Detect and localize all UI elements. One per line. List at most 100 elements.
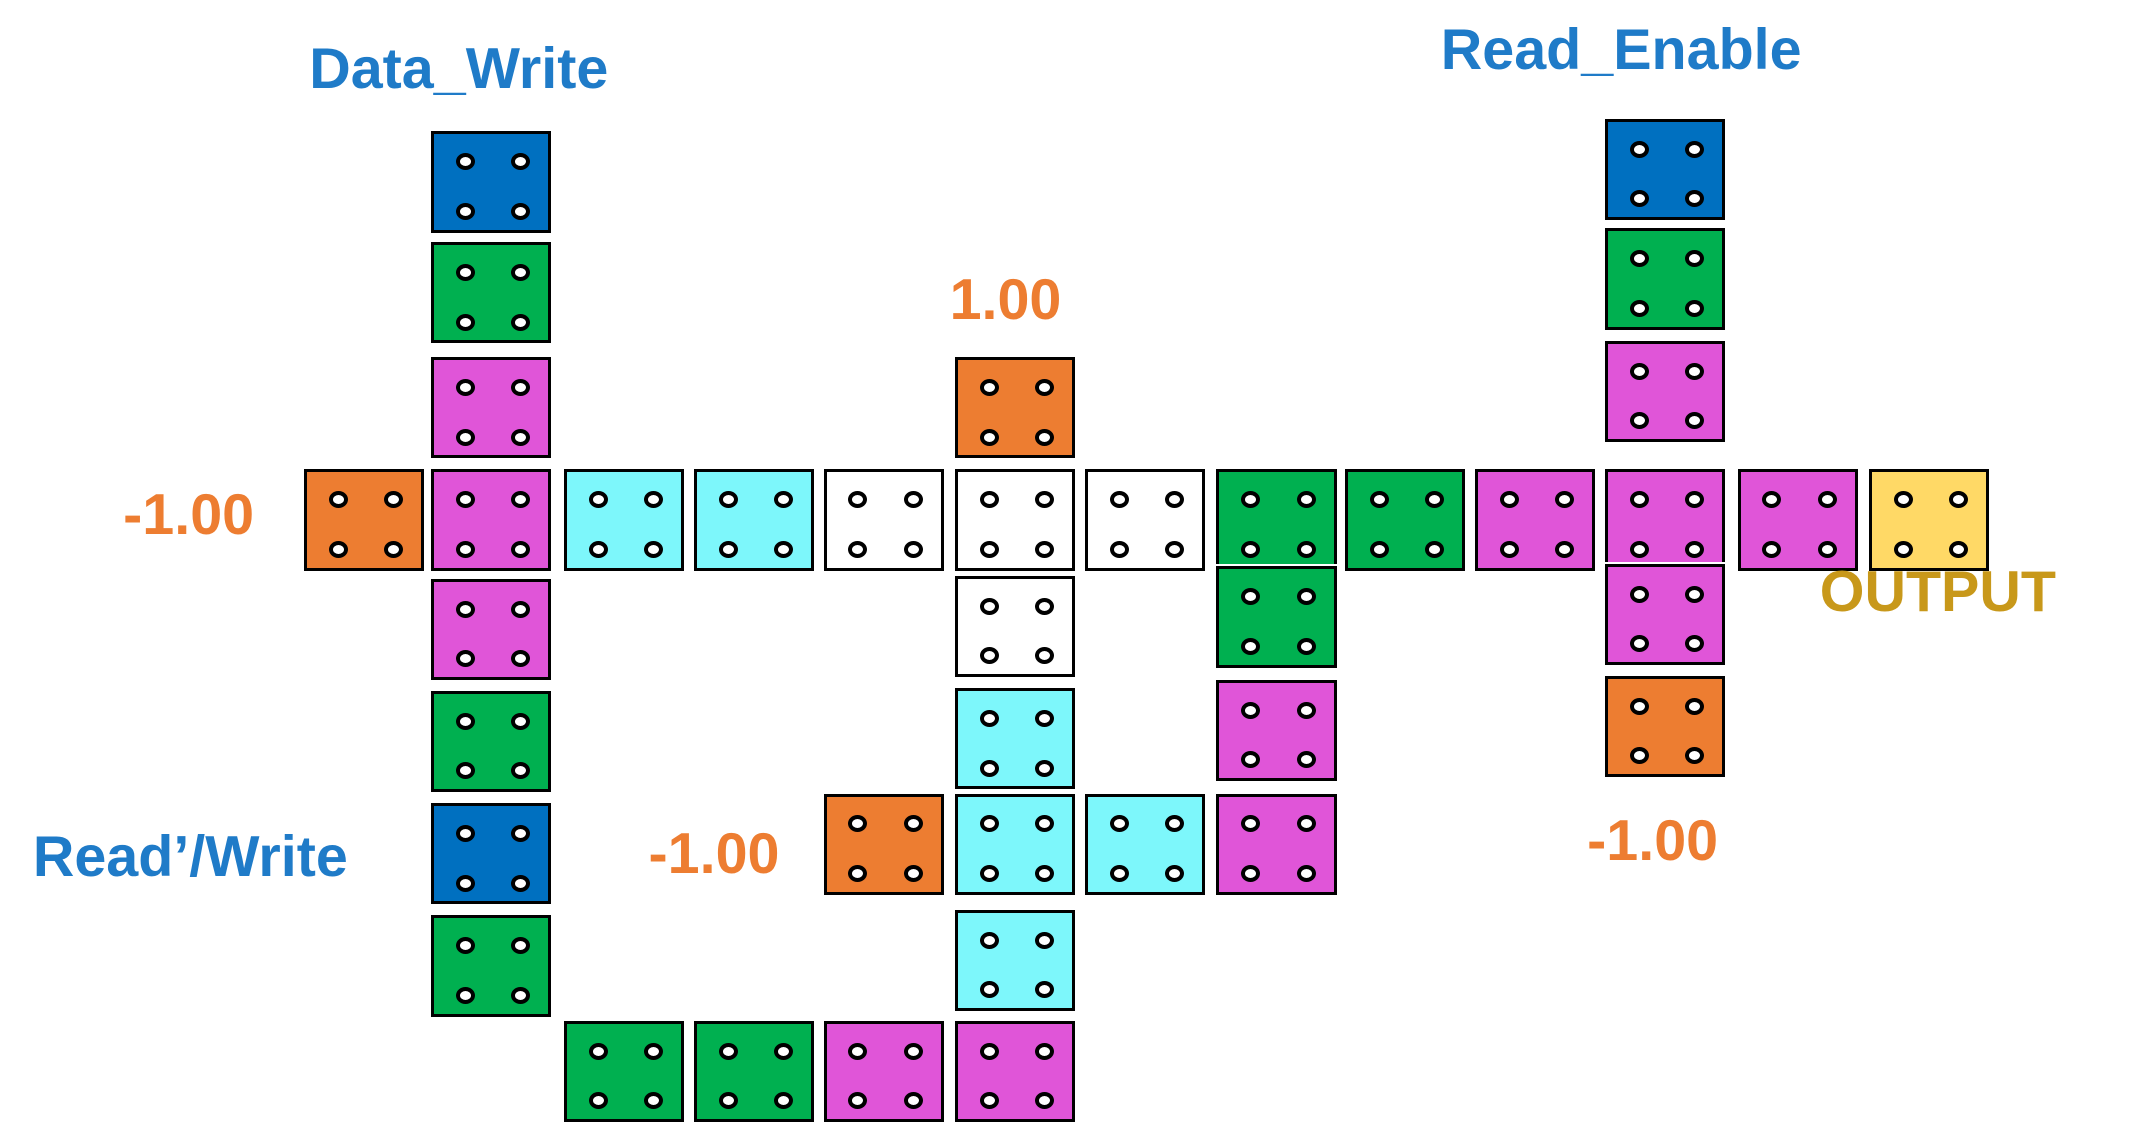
cell-dot: [455, 491, 475, 509]
cell-dot: [1035, 647, 1055, 665]
cell-dot: [1109, 865, 1129, 883]
cell-dot: [1762, 491, 1782, 509]
cell-dot: [1165, 540, 1185, 558]
cell-dot: [1685, 140, 1705, 158]
cell-dot: [1165, 865, 1185, 883]
cell-dot: [1685, 747, 1705, 765]
cell-dot: [588, 491, 608, 509]
cell-a6: [428, 688, 554, 795]
cell-b4: [561, 467, 687, 573]
cell-a2: [428, 240, 554, 346]
cell-dot: [1629, 190, 1649, 208]
cell-dot: [643, 540, 663, 558]
cell-dot: [511, 937, 531, 955]
cell-dot: [511, 378, 531, 396]
cell-dot: [328, 540, 348, 558]
cell-dot: [1109, 540, 1129, 558]
cell-dot: [1296, 751, 1316, 769]
cell-dot: [979, 378, 999, 396]
cell-rw-input: [428, 801, 554, 907]
cell-dot: [1499, 540, 1519, 558]
cell-dot: [1629, 585, 1649, 603]
cell-dot: [1685, 190, 1705, 208]
cell-dot: [1817, 491, 1837, 509]
cell-e7: [953, 791, 1078, 897]
cell-dot: [1241, 637, 1261, 655]
cell-fixed-mid: [821, 791, 947, 897]
cell-dot: [1685, 412, 1705, 430]
cell-f4: [1083, 467, 1208, 573]
cell-dot: [718, 1092, 738, 1110]
cell-j4: [1602, 467, 1728, 573]
cell-dot: [979, 597, 999, 615]
cell-dot: [1369, 540, 1389, 558]
cell-dot: [1425, 540, 1445, 558]
cell-dot: [511, 313, 531, 331]
cell-g5: [1214, 564, 1339, 670]
cell-dot: [718, 491, 738, 509]
cell-g4: [1214, 467, 1339, 573]
cell-dot: [455, 202, 475, 220]
cell-dw-input: [428, 129, 554, 235]
cell-dot: [1949, 540, 1969, 558]
cell-dot: [455, 600, 475, 618]
cell-dot: [511, 650, 531, 668]
cell-dot: [455, 378, 475, 396]
cell-dot: [588, 1042, 608, 1060]
cell-dot: [1241, 865, 1261, 883]
cell-a8: [428, 913, 554, 1019]
cell-k4: [1735, 467, 1861, 573]
cell-dot: [588, 1092, 608, 1110]
cell-dot: [1369, 491, 1389, 509]
cell-dot: [1241, 701, 1261, 719]
cell-g6: [1214, 678, 1339, 784]
cell-dot: [1109, 491, 1129, 509]
cell-c9: [691, 1018, 817, 1124]
cell-c4: [691, 467, 817, 573]
cell-dot: [1685, 250, 1705, 268]
cell-fixed-left: [301, 467, 427, 573]
cell-dot: [511, 600, 531, 618]
cell-dot: [511, 712, 531, 730]
read-enable-label: Read_Enable: [1440, 17, 1802, 82]
cell-dot: [1555, 540, 1575, 558]
cell-dot: [511, 540, 531, 558]
cell-dot: [1685, 491, 1705, 509]
cell-dot: [903, 1092, 923, 1110]
cell-a5: [428, 576, 554, 683]
cell-dot: [1629, 250, 1649, 268]
cell-dot: [511, 874, 531, 892]
cell-dot: [979, 710, 999, 728]
cell-e6: [953, 686, 1078, 792]
cell-j5: [1602, 561, 1728, 667]
cell-dot: [1629, 412, 1649, 430]
cell-dot: [848, 1042, 868, 1060]
cell-g7: [1214, 791, 1339, 897]
cell-dot: [1035, 378, 1055, 396]
cell-a3: [428, 355, 554, 461]
output-label: OUTPUT: [1819, 559, 2056, 624]
cell-dot: [773, 1042, 793, 1060]
cell-dot: [1685, 697, 1705, 715]
cell-dot: [1685, 540, 1705, 558]
cell-dot: [1241, 491, 1261, 509]
cell-dot: [979, 491, 999, 509]
cell-dot: [511, 491, 531, 509]
cell-dot: [773, 540, 793, 558]
cell-dot: [1629, 362, 1649, 380]
cell-dot: [979, 1042, 999, 1060]
cell-dot: [1035, 428, 1055, 446]
cell-h4: [1342, 467, 1468, 573]
cell-dot: [1035, 865, 1055, 883]
cell-dot: [455, 986, 475, 1004]
cell-dot: [511, 824, 531, 842]
cell-dot: [1241, 540, 1261, 558]
cell-dot: [455, 712, 475, 730]
cell-dot: [1035, 815, 1055, 833]
cell-dot: [979, 540, 999, 558]
cell-dot: [1555, 491, 1575, 509]
cell-dot: [455, 313, 475, 331]
cell-dot: [511, 202, 531, 220]
cell-dot: [979, 981, 999, 999]
cell-dot: [1241, 751, 1261, 769]
